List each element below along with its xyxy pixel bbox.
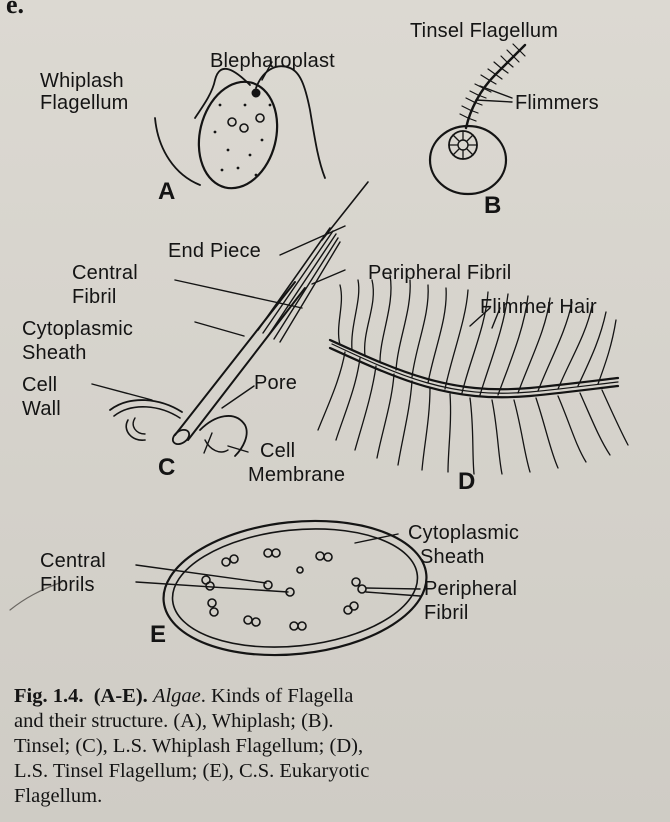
figure-caption: Fig. 1.4. (A-E). Algae. Kinds of Flagell… xyxy=(14,684,664,809)
panel-letter-e: E xyxy=(150,621,166,649)
label-flimmer-hair: Flimmer Hair xyxy=(480,296,597,318)
label-cell-membrane: Membrane xyxy=(248,464,345,486)
panel-b-cell xyxy=(430,44,525,194)
panel-letter-c: C xyxy=(158,454,175,482)
panel-letter-a: A xyxy=(158,178,175,206)
label-e-peripheral-fibril: Fibril xyxy=(424,602,469,624)
label-cell: Cell xyxy=(22,374,57,396)
label-cytoplasmic: Cytoplasmic xyxy=(22,318,133,340)
caption-line-1-rest: . Kinds of Flagella xyxy=(201,685,354,707)
label-blepharoplast: Blepharoplast xyxy=(210,50,335,72)
label-cytoplasmic-sheath: Sheath xyxy=(22,342,87,364)
label-end-piece: End Piece xyxy=(168,240,261,262)
label-pore: Pore xyxy=(254,372,297,394)
label-e-peripheral: Peripheral xyxy=(424,578,517,600)
label-flimmers: Flimmers xyxy=(515,92,599,114)
panel-c-flagellum xyxy=(92,182,368,456)
label-cell-2: Cell xyxy=(260,440,295,462)
caption-line-5: Flagellum. xyxy=(14,784,664,809)
label-peripheral-fibril: Peripheral Fibril xyxy=(368,262,511,284)
label-e-central-fibrils: Fibrils xyxy=(40,574,95,596)
panel-letter-b: B xyxy=(484,192,501,220)
caption-figure-number: Fig. 1.4. xyxy=(14,685,83,707)
caption-line-1: Fig. 1.4. (A-E). Algae. Kinds of Flagell… xyxy=(14,684,664,709)
label-e-central: Central xyxy=(40,550,106,572)
panel-a-cell xyxy=(155,62,325,197)
caption-line-4: L.S. Tinsel Flagellum; (E), C.S. Eukaryo… xyxy=(14,759,664,784)
caption-genus: Algae xyxy=(153,685,201,707)
caption-line-3: Tinsel; (C), L.S. Whiplash Flagellum; (D… xyxy=(14,734,664,759)
caption-line-2: and their structure. (A), Whiplash; (B). xyxy=(14,709,664,734)
label-whiplash-flagellum: Flagellum xyxy=(40,92,129,114)
caption-range: (A-E). xyxy=(94,685,148,707)
label-e-cytoplasmic: Cytoplasmic xyxy=(408,522,519,544)
label-whiplash: Whiplash xyxy=(40,70,124,92)
label-tinsel-flagellum: Tinsel Flagellum xyxy=(410,20,558,42)
label-e-cytoplasmic-sheath: Sheath xyxy=(420,546,485,568)
label-central: Central xyxy=(72,262,138,284)
panel-letter-d: D xyxy=(458,468,475,496)
label-central-fibril: Fibril xyxy=(72,286,117,308)
label-cell-wall: Wall xyxy=(22,398,61,420)
